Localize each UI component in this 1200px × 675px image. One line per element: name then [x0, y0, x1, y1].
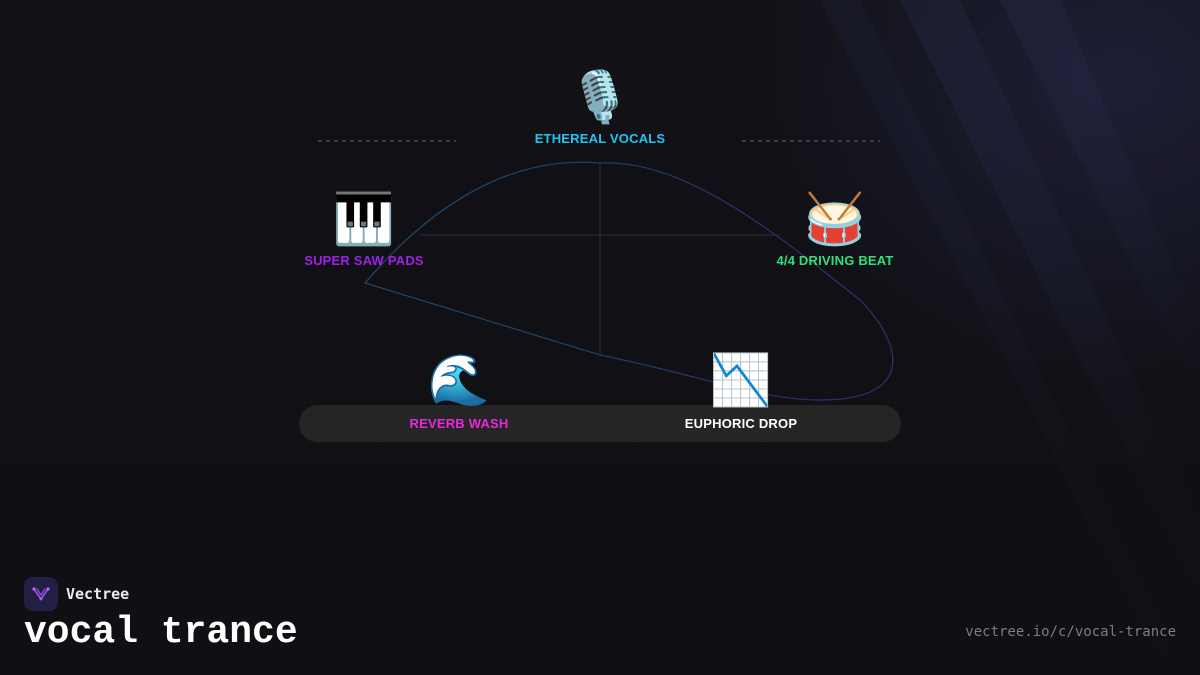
brand: Vectree: [24, 577, 129, 611]
node-label: 4/4 DRIVING BEAT: [776, 253, 894, 268]
vectree-logo-icon: [24, 577, 58, 611]
page-title: vocal trance: [24, 611, 298, 654]
node-label: SUPER SAW PADS: [304, 253, 424, 268]
share-url[interactable]: vectree.io/c/vocal-trance: [965, 624, 1176, 640]
node-label: REVERB WASH: [409, 416, 509, 431]
node-euphoric-drop: 📉 EUPHORIC DROP: [631, 350, 851, 431]
chart-decreasing-icon: 📉: [709, 352, 773, 408]
node-driving-beat: 🥁 4/4 DRIVING BEAT: [725, 189, 945, 268]
drum-icon: 🥁: [803, 191, 867, 247]
microphone-icon: 🎙️: [568, 69, 632, 125]
brand-name: Vectree: [66, 585, 130, 603]
node-label: ETHEREAL VOCALS: [534, 131, 666, 146]
node-ethereal-vocals: 🎙️ ETHEREAL VOCALS: [490, 67, 710, 146]
node-reverb-wash: 🌊 REVERB WASH: [349, 350, 569, 431]
connection-curve: [363, 161, 894, 401]
piano-keys-icon: 🎹: [332, 191, 396, 247]
node-super-saw-pads: 🎹 SUPER SAW PADS: [254, 189, 474, 268]
wave-icon: 🌊: [427, 352, 491, 408]
bottom-row-pill: [299, 405, 901, 442]
node-label: EUPHORIC DROP: [684, 416, 798, 431]
